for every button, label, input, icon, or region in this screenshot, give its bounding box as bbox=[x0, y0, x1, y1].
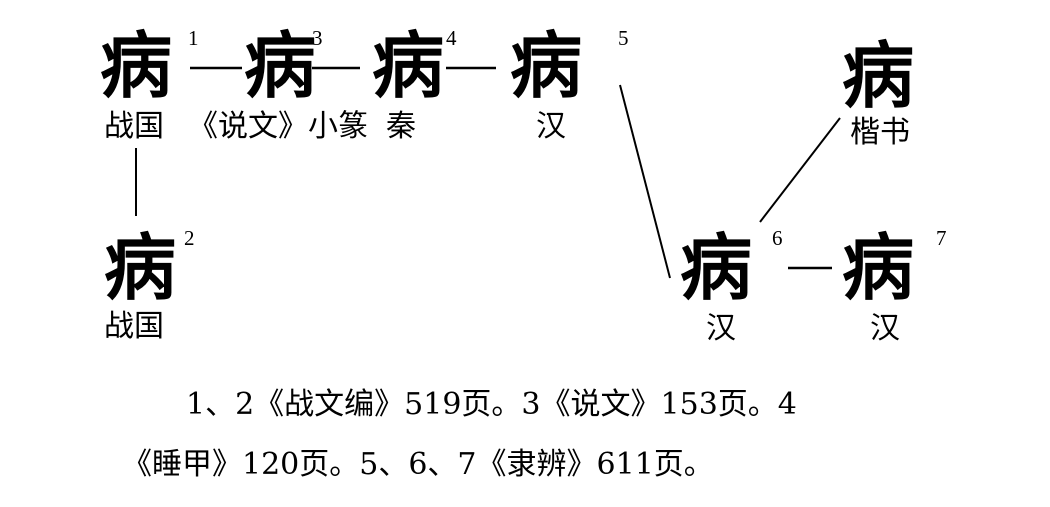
label-form-3: 《说文》小篆 bbox=[188, 109, 368, 144]
number-4: 4 bbox=[446, 26, 457, 50]
label-form-1: 战国 bbox=[104, 109, 164, 144]
glyph-form-7: 病 bbox=[842, 225, 915, 310]
label-form-7: 汉 bbox=[870, 311, 900, 346]
glyph-form-5: 病 bbox=[510, 23, 583, 108]
label-form-6: 汉 bbox=[706, 311, 736, 346]
number-3: 3 bbox=[312, 26, 323, 50]
glyph-form-4: 病 bbox=[372, 23, 445, 108]
glyph-form-6: 病 bbox=[680, 225, 753, 310]
label-form-5: 汉 bbox=[536, 109, 566, 144]
glyph-kaishu: 病 bbox=[842, 33, 915, 118]
caption-line-1: 1、2《战文编》519页。3《说文》153页。4 bbox=[186, 387, 797, 422]
label-form-2: 战国 bbox=[104, 309, 164, 344]
number-1: 1 bbox=[188, 26, 199, 50]
label-kaishu: 楷书 bbox=[850, 115, 910, 150]
number-2: 2 bbox=[184, 226, 195, 250]
label-form-4: 秦 bbox=[386, 109, 416, 144]
connector-6-kaishu bbox=[759, 117, 841, 223]
number-6: 6 bbox=[772, 226, 783, 250]
number-5: 5 bbox=[618, 26, 629, 50]
number-7: 7 bbox=[936, 226, 947, 250]
glyph-form-1: 病 bbox=[100, 23, 173, 108]
caption-line-2: 《睡甲》120页。5、6、7《隶辨》611页。 bbox=[122, 447, 714, 482]
glyph-form-2: 病 bbox=[104, 225, 177, 310]
connector-5-6 bbox=[619, 84, 671, 279]
glyph-form-3: 病 bbox=[244, 23, 317, 108]
